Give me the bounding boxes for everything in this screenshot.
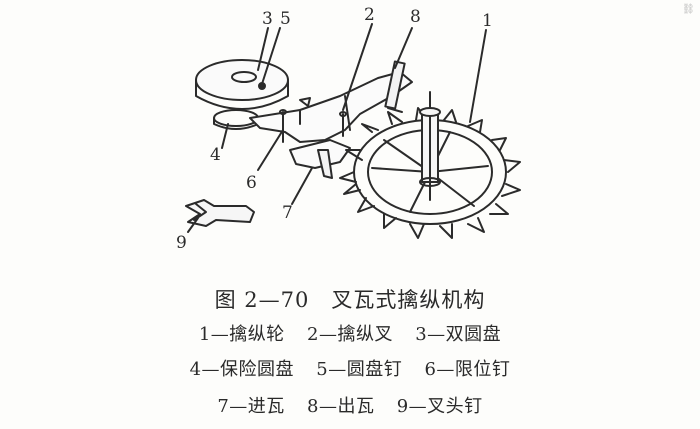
label-5: 5 bbox=[280, 9, 291, 29]
legend-row-2: 4—保险圆盘 5—圆盘钉 6—限位钉 bbox=[0, 355, 700, 381]
figure-title: 图 2—70 叉瓦式擒纵机构 bbox=[214, 288, 486, 312]
label-2: 2 bbox=[364, 5, 375, 25]
link-icon: ⛓ bbox=[682, 4, 695, 15]
escape-wheel bbox=[339, 91, 521, 239]
legend-item: 5—圆盘钉 bbox=[316, 359, 403, 380]
legend-row-3: 7—进瓦 8—出瓦 9—叉头钉 bbox=[0, 392, 700, 418]
legend-item: 7—进瓦 bbox=[217, 396, 285, 417]
escapement-diagram: 3 5 2 8 1 4 6 7 9 bbox=[176, 5, 521, 253]
label-7: 7 bbox=[282, 203, 293, 223]
label-9: 9 bbox=[176, 233, 187, 253]
legend-row-1: 1—擒纵轮 2—擒纵叉 3—双圆盘 bbox=[0, 320, 700, 346]
legend-item: 2—擒纵叉 bbox=[307, 324, 393, 345]
legend-item: 8—出瓦 bbox=[307, 396, 375, 417]
label-3: 3 bbox=[262, 9, 273, 29]
legend-item: 3—双圆盘 bbox=[415, 324, 502, 345]
label-8: 8 bbox=[410, 7, 421, 27]
label-6: 6 bbox=[246, 173, 257, 193]
legend-item: 4—保险圆盘 bbox=[189, 359, 295, 380]
double-roller bbox=[195, 59, 289, 110]
legend-item: 1—擒纵轮 bbox=[198, 324, 285, 345]
label-4: 4 bbox=[210, 145, 221, 165]
legend-item: 6—限位钉 bbox=[424, 359, 511, 380]
label-1: 1 bbox=[482, 11, 493, 31]
legend-item: 9—叉头钉 bbox=[396, 396, 483, 417]
